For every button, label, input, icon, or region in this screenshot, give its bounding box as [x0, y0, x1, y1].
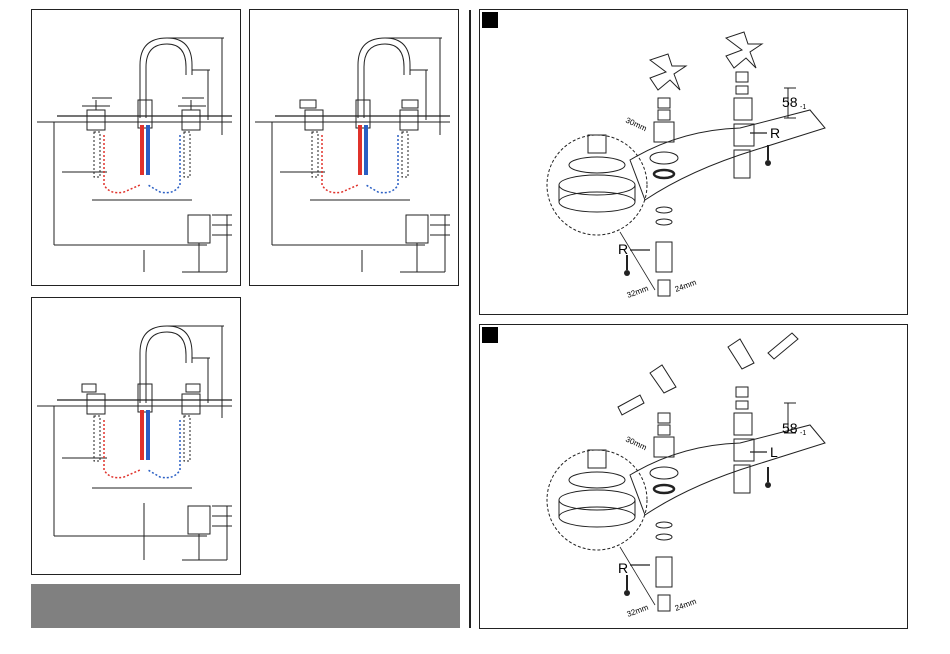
wrench-size-bottom-right: 24mm [674, 597, 698, 613]
exploded-view-panel-lever-handles: 58 -1 L R 30mm 32mm 24mm [479, 324, 908, 629]
side-label: L [770, 444, 778, 460]
hot-hose [322, 135, 358, 193]
hot-hose [104, 135, 140, 193]
exploded-cartridge-diagram: 58 -1 R R 30mm 32mm 24mm [480, 10, 909, 316]
thermometer-icon [765, 467, 771, 488]
spout-outline [140, 326, 192, 403]
faucet-dimension-drawing [250, 10, 460, 287]
exploded-view-panel-cross-handles: 58 -1 R R 30mm 32mm 24mm [479, 9, 908, 315]
page-divider [469, 10, 471, 628]
detail-magnifier [547, 450, 647, 550]
left-supply-pipe [94, 416, 100, 461]
wrench-size-top: 30mm [624, 116, 648, 134]
cold-supply-line [364, 125, 368, 175]
detail-magnifier [547, 135, 647, 235]
hot-hose [104, 420, 140, 478]
dimension-tolerance: -1 [800, 104, 806, 111]
wrench-size-top: 30mm [624, 435, 648, 453]
cold-hose [148, 135, 180, 193]
thermometer-icon [624, 575, 630, 596]
hot-supply-line [140, 125, 144, 175]
left-supply-pipe [312, 132, 318, 177]
hot-supply-line [358, 125, 362, 175]
wrench-size-bottom-left: 32mm [626, 284, 650, 300]
wrench [630, 425, 825, 515]
thermometer-icon [624, 255, 630, 276]
gray-footer-bar [31, 584, 460, 628]
right-cartridge-stack [726, 32, 762, 178]
thermometer-icon [765, 145, 771, 166]
faucet-dimension-drawing [32, 298, 242, 576]
right-supply-pipe [184, 416, 190, 461]
cold-hose [148, 420, 180, 478]
dimension-drawing-panel-lever-handles-alt [31, 297, 241, 575]
left-cartridge-stack [650, 54, 686, 296]
side-label: R [770, 125, 780, 141]
right-supply-pipe [402, 132, 408, 177]
dimension-label: 58 [782, 94, 798, 110]
left-supply-pipe [94, 132, 100, 177]
cold-supply-line [146, 125, 150, 175]
dimension-drawing-panel-lever-handles [249, 9, 459, 286]
wrench-size-bottom-right: 24mm [674, 278, 698, 294]
cold-supply-line [146, 410, 150, 460]
wrench-size-bottom-left: 32mm [626, 603, 650, 619]
faucet-dimension-drawing [32, 10, 242, 287]
dimension-drawing-panel-cross-handles [31, 9, 241, 286]
cartridge-side-label: R [618, 241, 628, 257]
right-supply-pipe [184, 132, 190, 177]
hot-supply-line [140, 410, 144, 460]
dimension-label: 58 [782, 420, 798, 436]
exploded-cartridge-diagram: 58 -1 L R 30mm 32mm 24mm [480, 325, 909, 630]
cartridge-spline [588, 450, 606, 468]
cartridge-side-label: R [618, 560, 628, 576]
cartridge-spline [588, 135, 606, 153]
wrench [630, 110, 825, 200]
dimension-tolerance: -1 [800, 430, 806, 437]
cold-hose [366, 135, 398, 193]
